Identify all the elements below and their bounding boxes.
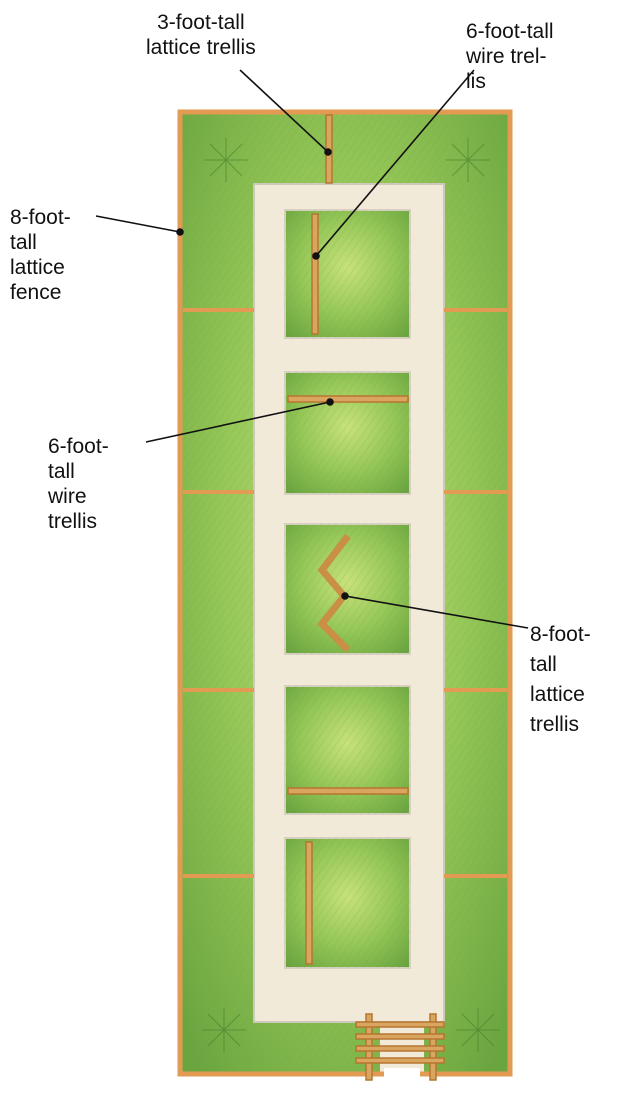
label-8ft-lattice-trellis: 8-foot- tall lattice trellis: [530, 623, 591, 736]
trellis-bed5: [305, 841, 313, 965]
trellis-bed4: [287, 787, 409, 795]
trellis-6ft-wire-bed2: [287, 395, 409, 403]
leader-6ft-wire-top: [315, 69, 475, 257]
leader-8ft-lattice: [344, 595, 529, 629]
label-6ft-wire-trellis-middle: 6-foot- tall wire trellis: [48, 435, 109, 533]
label-8ft-lattice-fence: 8-foot- tall lattice fence: [10, 206, 71, 304]
corner-shrubs: [202, 138, 500, 1052]
label-3ft-lattice-trellis: 3-foot-tall lattice trellis: [146, 11, 256, 59]
leader-3ft-lattice: [239, 69, 329, 153]
outer-bed-dividers: [183, 308, 507, 878]
leader-lines: [95, 69, 529, 629]
inner-beds: [284, 209, 411, 969]
entrance-gate-lattice: [355, 1013, 445, 1081]
lattice-fence: [177, 109, 513, 1077]
trellis-6ft-wire-bed1: [311, 213, 319, 335]
label-6ft-wire-trellis-top: 6-foot-tall wire trel- lis: [466, 20, 554, 93]
leader-6ft-wire-mid: [145, 401, 331, 443]
leader-8ft-fence: [95, 215, 181, 233]
